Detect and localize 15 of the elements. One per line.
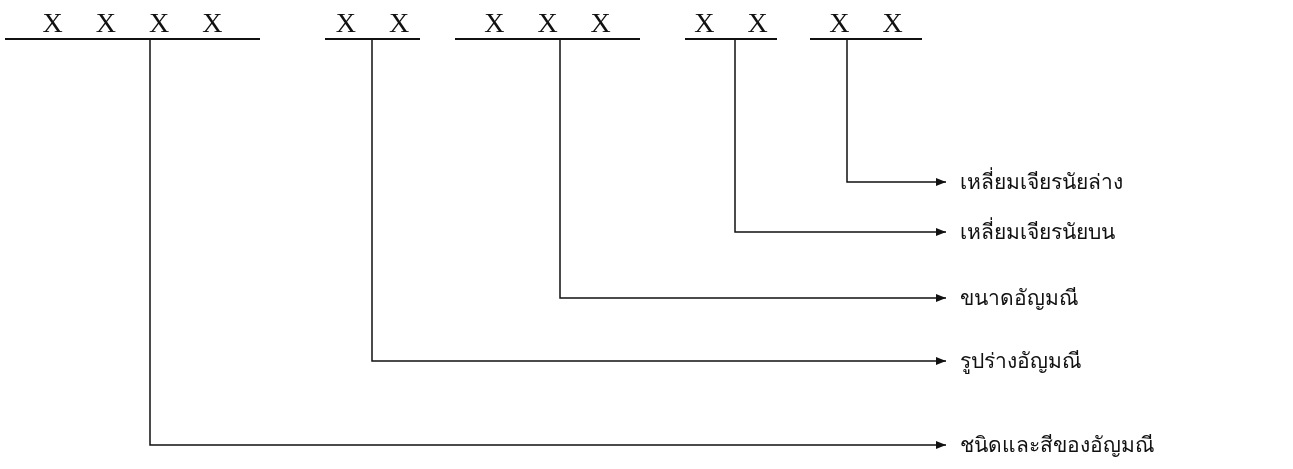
arrow <box>149 39 947 449</box>
code-group: X X <box>325 8 420 40</box>
field-label: รูปร่างอัญมณี <box>960 346 1081 376</box>
code-group: X X <box>685 8 777 40</box>
field-label: ขนาดอัญมณี <box>960 283 1078 313</box>
arrow <box>734 39 947 236</box>
arrow <box>846 39 947 186</box>
field-label: ชนิดและสีของอัญมณี <box>960 430 1154 460</box>
code-group: X X X <box>455 8 640 40</box>
code-group: X X X X <box>5 8 260 40</box>
field-label: เหลี่ยมเจียรนัยล่าง <box>960 167 1123 197</box>
arrow <box>559 39 947 302</box>
code-group: X X <box>810 8 922 40</box>
arrow <box>371 39 947 365</box>
field-label: เหลี่ยมเจียรนัยบน <box>960 217 1115 247</box>
